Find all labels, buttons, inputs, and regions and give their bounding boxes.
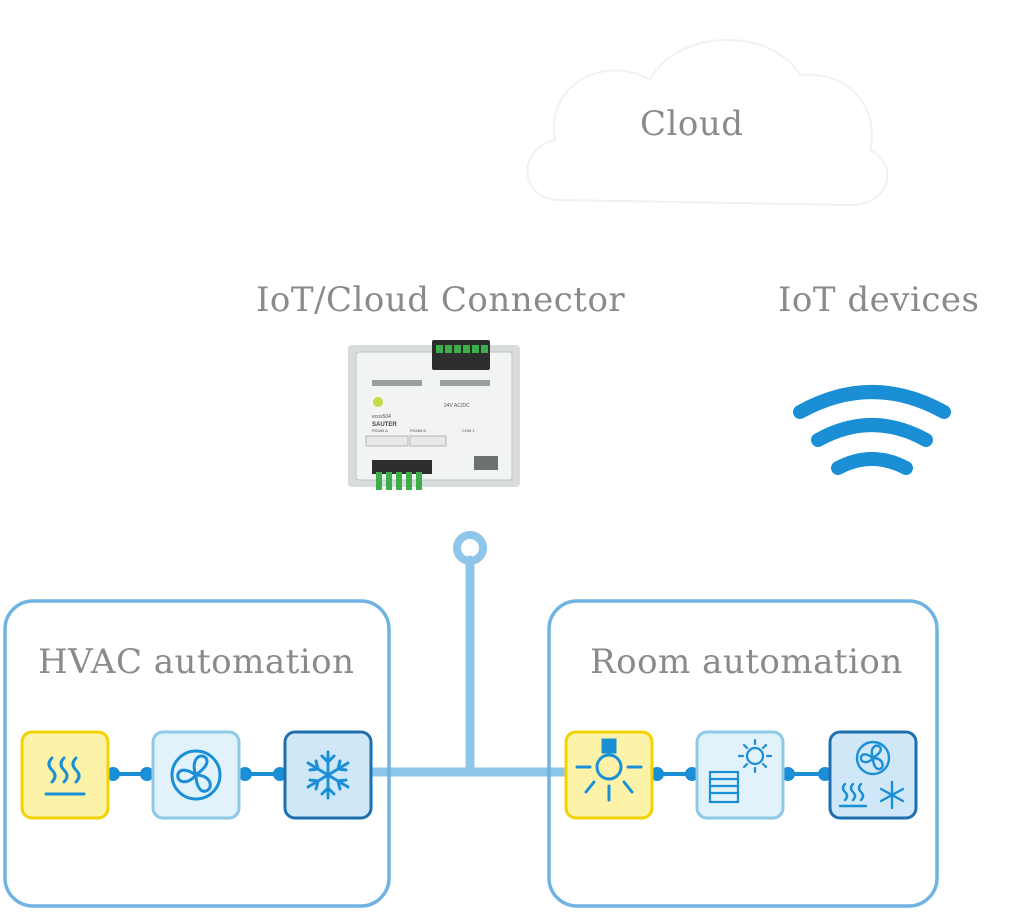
- connector-com: COM 1: [462, 428, 475, 433]
- blind-sun-icon: [708, 738, 773, 804]
- cooling-device: [283, 730, 373, 820]
- connector-power: 24V AC/DC: [444, 403, 470, 409]
- room-label: Room automation: [590, 642, 903, 682]
- cloud-label: Cloud: [640, 104, 744, 144]
- fan-heat-cool-icon: [838, 740, 905, 810]
- bus-lines: [355, 555, 575, 777]
- connector-model: ecos504: [372, 414, 391, 420]
- climate-device: [828, 730, 918, 820]
- wifi-icon: [793, 385, 951, 475]
- hvac-label: HVAC automation: [38, 642, 355, 682]
- connector-label: IoT/Cloud Connector: [256, 280, 626, 320]
- iot-devices-label: IoT devices: [778, 280, 980, 320]
- hvac-frame: [3, 599, 391, 908]
- room-frame: [547, 599, 939, 908]
- fan-icon: [170, 749, 222, 801]
- heating-icon: [44, 756, 86, 796]
- connector-device-image: ecos504 SAUTER 24V AC/DC RS485 A RS485 B…: [348, 340, 520, 490]
- snowflake-icon: [306, 750, 350, 800]
- connector-port-b: RS485 B: [410, 428, 426, 433]
- connector-port-a: RS485 A: [372, 428, 388, 433]
- light-bulb-icon: [575, 738, 643, 802]
- room-connectors: [650, 767, 832, 781]
- heating-device: [20, 730, 110, 820]
- fan-device: [151, 730, 241, 820]
- connector-brand: SAUTER: [372, 422, 397, 428]
- light-device: [564, 730, 654, 820]
- cloud-shape: [526, 38, 889, 207]
- hvac-connectors: [106, 767, 287, 781]
- blind-device: [695, 730, 785, 820]
- bus-node: [453, 531, 487, 565]
